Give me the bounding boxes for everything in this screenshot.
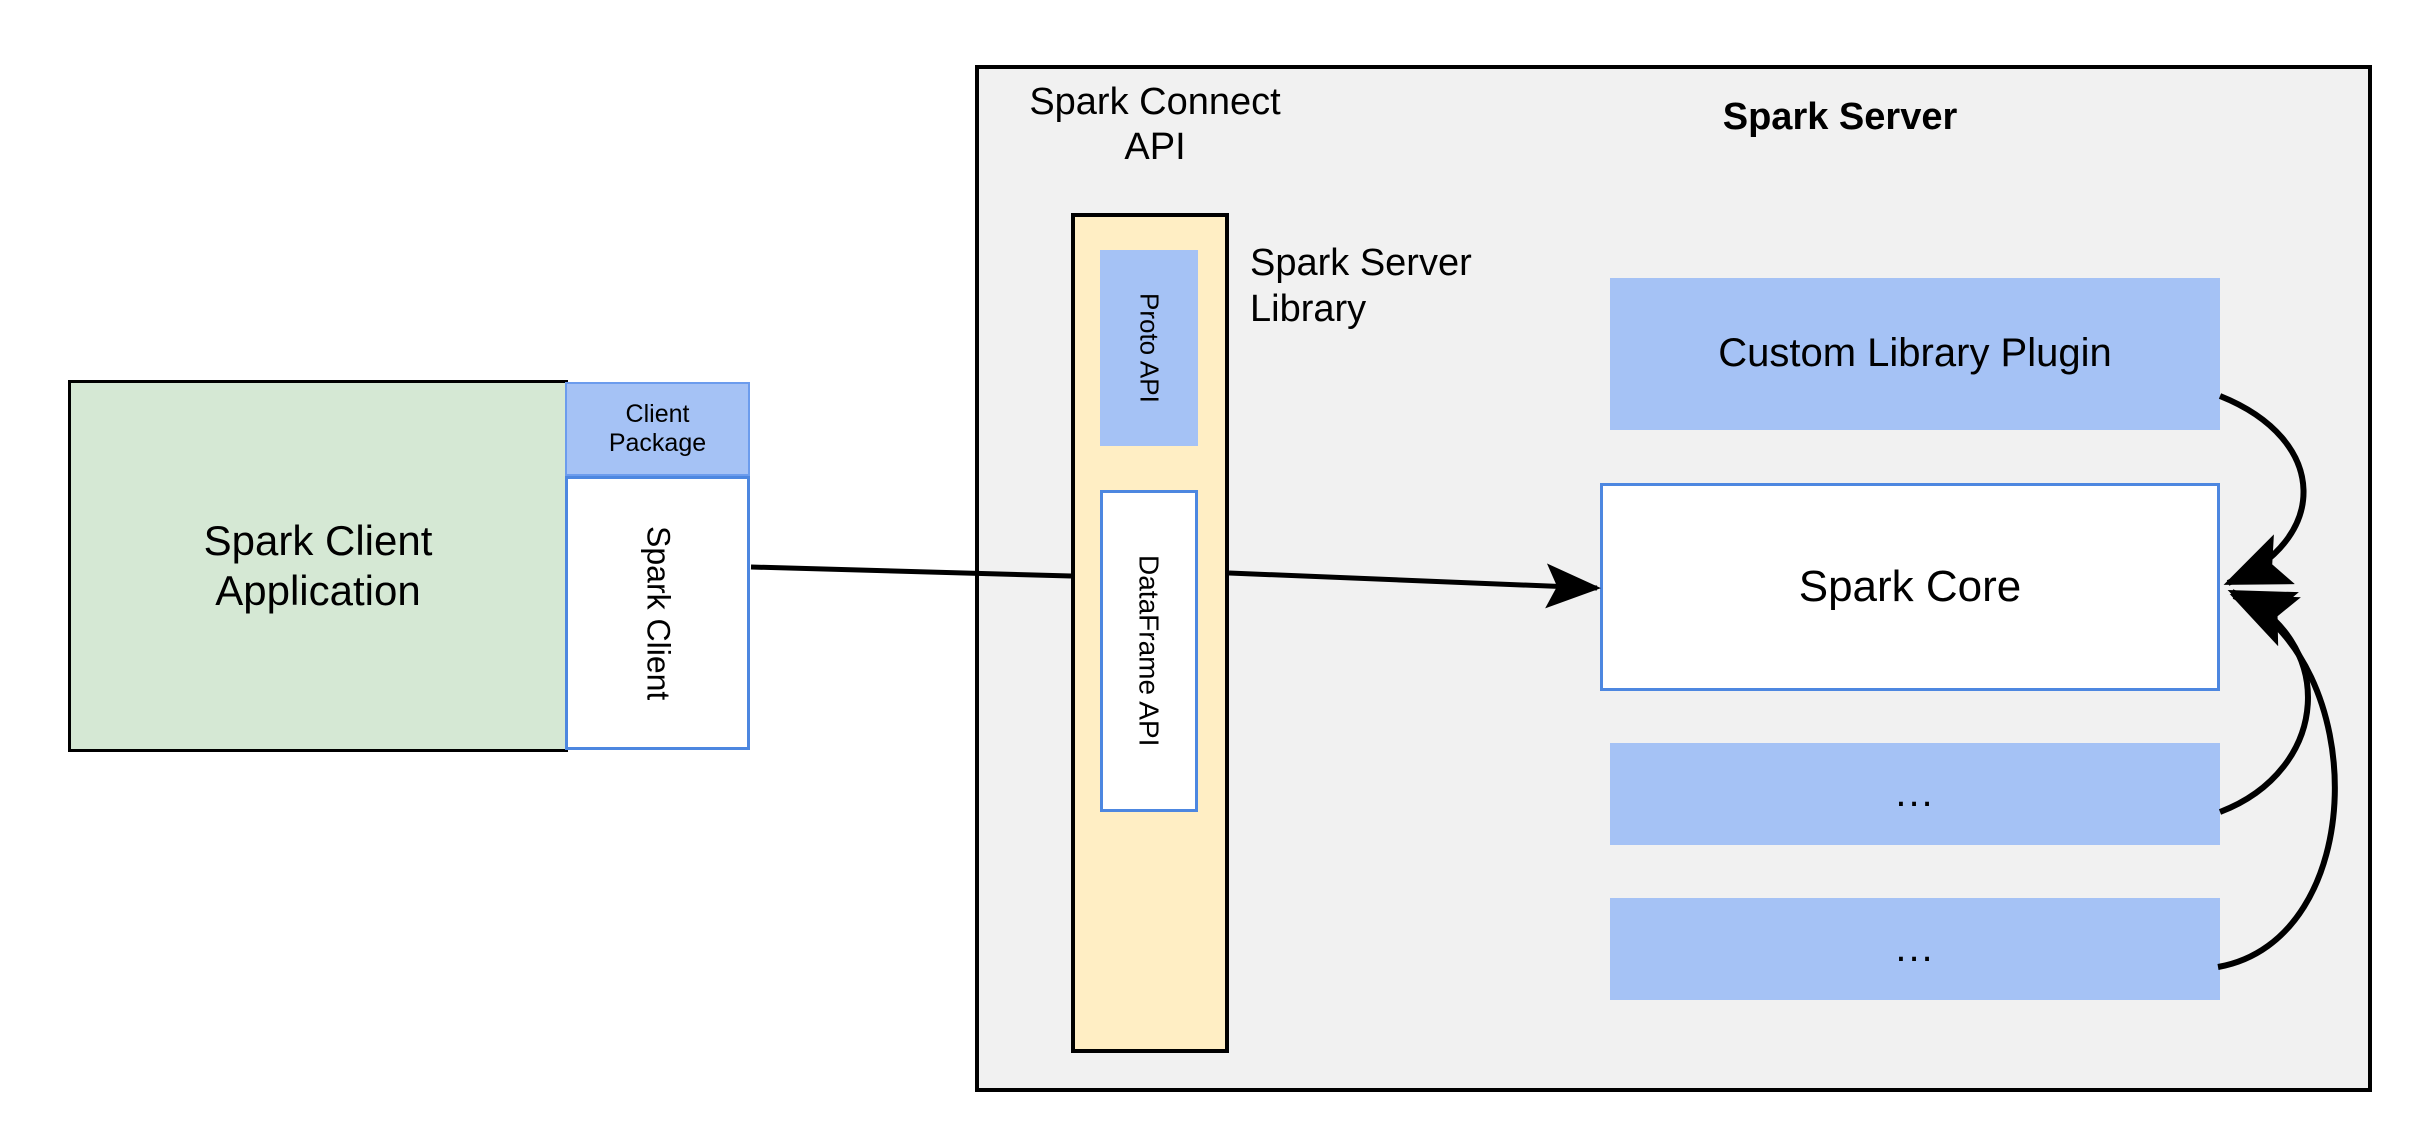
client-package-box[interactable]: Client Package bbox=[565, 382, 750, 476]
spark-client-application-line2: Application bbox=[215, 567, 421, 614]
custom-library-plugin-label: Custom Library Plugin bbox=[1718, 331, 2112, 376]
spark-client-box[interactable]: Spark Client bbox=[565, 476, 750, 750]
spark-server-library-line2: Library bbox=[1250, 288, 1367, 331]
spark-client-label: Spark Client bbox=[640, 525, 677, 701]
spark-core-box[interactable]: Spark Core bbox=[1600, 483, 2220, 691]
dataframe-api-box[interactable]: DataFrame API bbox=[1100, 490, 1198, 812]
spark-connect-api-line1: Spark Connect bbox=[1029, 81, 1281, 123]
spark-client-application-box[interactable]: Spark Client Application bbox=[68, 380, 568, 752]
spark-core-label: Spark Core bbox=[1798, 562, 2022, 612]
spark-connect-api-label: Spark Connect API bbox=[1010, 70, 1300, 168]
spark-server-title: Spark Server bbox=[1722, 95, 1958, 138]
spark-connect-api-line2: API bbox=[1124, 125, 1186, 168]
dataframe-api-label: DataFrame API bbox=[1133, 555, 1165, 747]
custom-library-plugin-box[interactable]: Custom Library Plugin bbox=[1610, 278, 2220, 430]
additional-plugin-label-2: ... bbox=[1895, 926, 1935, 971]
additional-plugin-box-2[interactable]: ... bbox=[1610, 898, 2220, 1000]
proto-api-label: Proto API bbox=[1134, 293, 1165, 403]
client-package-line1: Client bbox=[625, 399, 690, 428]
spark-server-library-label: Spark Server Library bbox=[1250, 240, 1550, 340]
additional-plugin-box-1[interactable]: ... bbox=[1610, 743, 2220, 845]
spark-client-application-line1: Spark Client bbox=[203, 517, 433, 565]
proto-api-box[interactable]: Proto API bbox=[1100, 250, 1198, 446]
spark-server-library-line1: Spark Server bbox=[1250, 242, 1472, 284]
additional-plugin-label-1: ... bbox=[1895, 771, 1935, 816]
client-package-line2: Package bbox=[608, 429, 707, 457]
